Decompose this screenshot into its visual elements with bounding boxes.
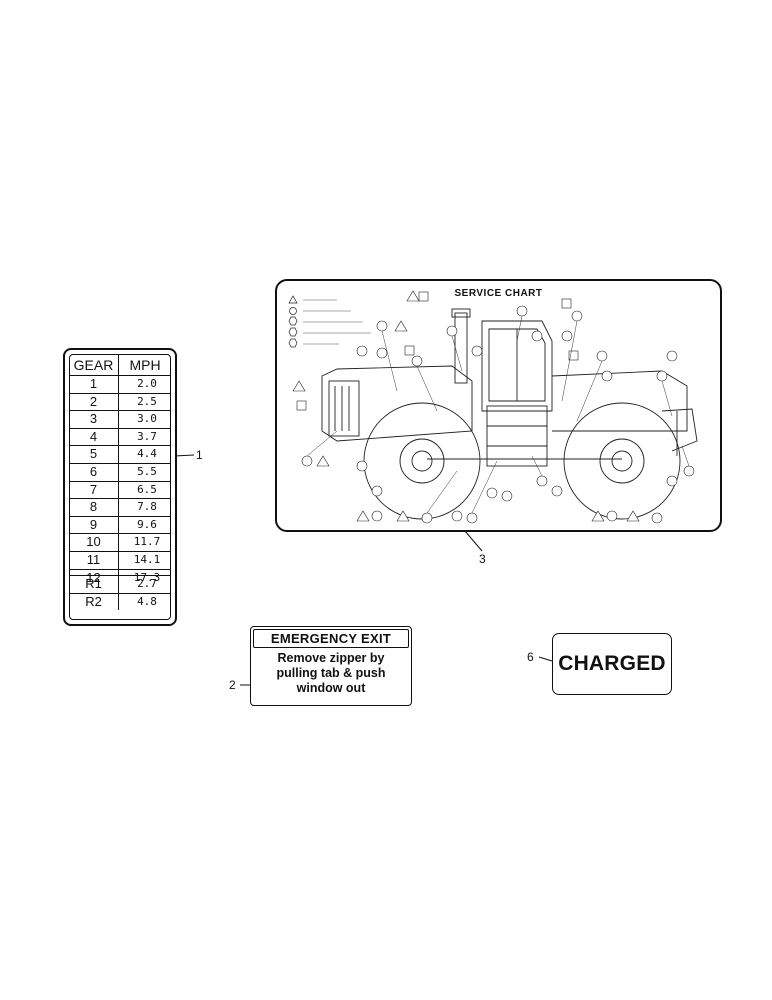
service-chart-decal: SERVICE CHART bbox=[275, 279, 722, 532]
legend-hexagon-icon bbox=[288, 316, 298, 326]
legend-hexagon2-icon bbox=[288, 327, 298, 337]
callout-3: 3 bbox=[479, 552, 486, 566]
emergency-exit-line-2: pulling tab & push bbox=[276, 666, 386, 680]
table-row: 11 14.1 bbox=[69, 551, 171, 570]
legend-hexagon3-icon bbox=[288, 338, 298, 348]
mph-cell: 2.7 bbox=[137, 577, 157, 590]
gear-cell: 6 bbox=[69, 463, 119, 481]
mph-cell: 5.5 bbox=[137, 464, 157, 478]
legend-circle-icon bbox=[289, 307, 297, 315]
service-point-markers bbox=[292, 290, 695, 524]
rear-wheel bbox=[563, 402, 681, 520]
center-frame bbox=[486, 405, 548, 467]
service-point-leaders bbox=[306, 315, 690, 514]
service-chart-illustration bbox=[288, 290, 698, 524]
gear-cell: 11 bbox=[69, 551, 119, 569]
emergency-exit-heading: EMERGENCY EXIT bbox=[253, 629, 409, 648]
gear-cell: 9 bbox=[69, 516, 119, 534]
mph-cell: 2.0 bbox=[137, 377, 157, 390]
mph-cell: 7.8 bbox=[137, 500, 157, 514]
table-row: R1 2.7 bbox=[69, 576, 171, 594]
front-wheel bbox=[363, 402, 481, 520]
mph-cell: 17.3 bbox=[133, 570, 161, 584]
gear-cell: R1 bbox=[69, 576, 119, 593]
legend-symbols bbox=[288, 295, 298, 348]
gear-cell: 5 bbox=[69, 446, 119, 463]
charged-decal: CHARGED bbox=[552, 633, 672, 695]
callout-6: 6 bbox=[527, 650, 534, 664]
legend-triangle-icon bbox=[288, 295, 298, 304]
rear-body bbox=[551, 370, 688, 432]
mph-cell: 3.0 bbox=[137, 412, 157, 426]
callout-1: 1 bbox=[196, 448, 203, 462]
gear-decal-inner-border bbox=[69, 354, 171, 620]
mph-cell: 11.7 bbox=[133, 535, 161, 549]
hitch bbox=[661, 408, 698, 452]
table-row: 10 11.7 bbox=[69, 534, 171, 552]
gear-cell: 2 bbox=[69, 393, 119, 411]
emergency-exit-decal: EMERGENCY EXIT Remove zipper by pulling … bbox=[250, 626, 412, 706]
mph-cell: 2.5 bbox=[137, 394, 157, 408]
mph-cell: 14.1 bbox=[133, 552, 161, 566]
leader-line-6 bbox=[538, 656, 553, 662]
mph-cell: 4.4 bbox=[137, 447, 157, 461]
gear-cell: 3 bbox=[69, 411, 119, 428]
emergency-exit-instructions: Remove zipper by pulling tab & push wind… bbox=[251, 651, 411, 696]
hood bbox=[321, 365, 473, 442]
mph-header: MPH bbox=[129, 357, 161, 373]
table-row: R2 4.8 bbox=[69, 593, 171, 611]
callout-2: 2 bbox=[229, 678, 236, 692]
emergency-exit-line-3: window out bbox=[296, 681, 366, 695]
mph-cell: 9.6 bbox=[137, 517, 157, 531]
gear-cell: 10 bbox=[69, 534, 119, 551]
mph-cell: 3.7 bbox=[137, 429, 157, 443]
tractor-drawing bbox=[321, 308, 698, 520]
mph-cell: 6.5 bbox=[137, 482, 157, 496]
gear-cell: 7 bbox=[69, 481, 119, 499]
mph-cell: 4.8 bbox=[137, 594, 157, 608]
gear-cell: 8 bbox=[69, 499, 119, 516]
gear-table-header: GEAR MPH bbox=[69, 355, 171, 376]
leader-line-3 bbox=[464, 530, 483, 552]
gear-header: GEAR bbox=[69, 355, 119, 375]
legend-text-marks bbox=[303, 299, 371, 345]
emergency-exit-line-1: Remove zipper by bbox=[277, 651, 385, 665]
gear-cell: R2 bbox=[69, 593, 119, 611]
radiator bbox=[328, 380, 360, 437]
leader-line-1 bbox=[173, 454, 195, 457]
service-chart-title: SERVICE CHART bbox=[454, 288, 543, 299]
exhaust-stack bbox=[454, 312, 468, 384]
charged-label: CHARGED bbox=[558, 652, 666, 675]
gear-cell: 1 bbox=[69, 376, 119, 393]
gear-cell: 4 bbox=[69, 428, 119, 446]
